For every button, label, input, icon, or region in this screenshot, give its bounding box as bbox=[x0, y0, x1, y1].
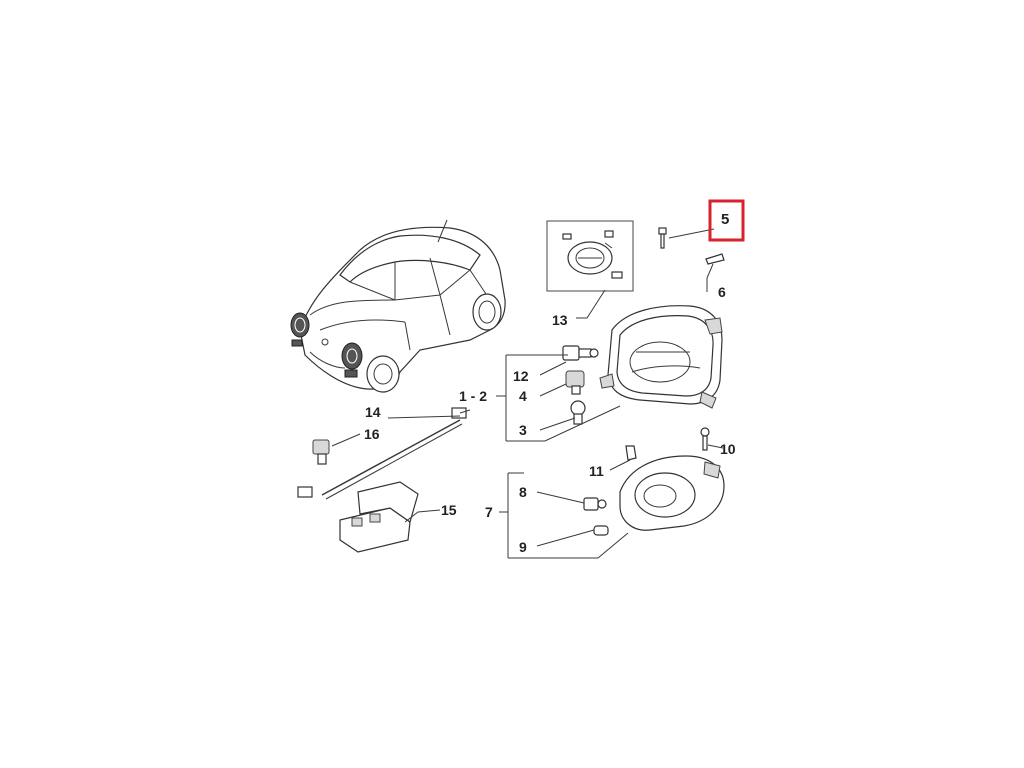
label-10: 10 bbox=[720, 441, 736, 457]
part-12-bulb bbox=[562, 345, 599, 361]
label-4: 4 bbox=[519, 388, 527, 404]
leader-lines bbox=[331, 228, 724, 559]
part-3-bulb bbox=[570, 400, 586, 425]
label-6: 6 bbox=[718, 284, 726, 300]
label-12: 12 bbox=[513, 368, 529, 384]
car-illustration bbox=[290, 219, 506, 393]
part-5-screw bbox=[658, 227, 667, 249]
part-10-screw bbox=[700, 427, 710, 451]
part-4-bulb-holder bbox=[565, 370, 585, 395]
part-15-bulb-kit bbox=[339, 481, 419, 553]
callout-labels: 13 5 6 1 - 2 12 4 3 14 16 10 11 8 15 7 9 bbox=[364, 211, 736, 555]
part-6-clip bbox=[705, 253, 725, 265]
label-14: 14 bbox=[365, 404, 381, 420]
part-13-headlamp-kit bbox=[546, 220, 634, 292]
label-3: 3 bbox=[519, 422, 527, 438]
part-14-harness bbox=[297, 407, 471, 500]
label-15: 15 bbox=[441, 502, 457, 518]
part-7-fog-lamp bbox=[619, 455, 725, 531]
part-1-2-headlamp bbox=[599, 305, 723, 409]
label-9: 9 bbox=[519, 539, 527, 555]
label-5: 5 bbox=[721, 211, 729, 228]
label-16: 16 bbox=[364, 426, 380, 442]
part-8-bulb bbox=[583, 497, 607, 511]
label-1-2: 1 - 2 bbox=[459, 388, 487, 404]
label-8: 8 bbox=[519, 484, 527, 500]
label-11: 11 bbox=[589, 463, 604, 479]
part-11-clip bbox=[625, 445, 637, 461]
part-9-bulb bbox=[593, 525, 609, 536]
label-7: 7 bbox=[485, 504, 493, 520]
highlight-box bbox=[708, 199, 745, 242]
label-13: 13 bbox=[552, 312, 568, 328]
part-16-connector bbox=[312, 439, 330, 465]
